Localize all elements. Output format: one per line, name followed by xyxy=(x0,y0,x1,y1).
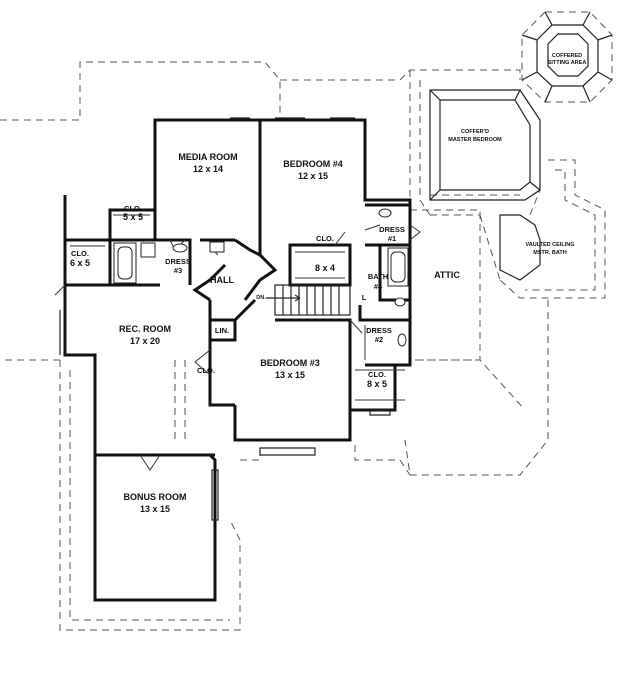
bonus-room-label: BONUS ROOM xyxy=(124,492,187,502)
windows xyxy=(59,117,391,521)
bonus-room-size: 13 x 15 xyxy=(140,504,170,514)
hall-label: HALL xyxy=(210,275,234,285)
clo-8x4-size: 8 x 4 xyxy=(315,263,335,273)
roof-outline-lines xyxy=(0,61,606,631)
clo-6x5-label: CLO. xyxy=(71,249,89,258)
clo-8x5-size: 8 x 5 xyxy=(367,379,387,389)
vaulted-bath-line1: VAULTED CEILING xyxy=(526,242,575,248)
closet-rods xyxy=(70,214,405,401)
coffered-master-line1: COFFER'D xyxy=(461,129,489,135)
clo-8x5-label: CLO. xyxy=(368,370,386,379)
dress-2-label: DRESS xyxy=(366,326,392,335)
bath-fixtures xyxy=(113,208,409,347)
coffered-master-line2: MASTER BEDROOM xyxy=(448,137,502,143)
coffered-master-outline xyxy=(429,89,541,201)
rec-room-size: 17 x 20 xyxy=(130,336,160,346)
vaulted-bath-line2: MSTR. BATH xyxy=(533,250,567,256)
bedroom-4-size: 12 x 15 xyxy=(298,171,328,181)
coffered-sitting-octagon xyxy=(521,11,613,103)
attic-label: ATTIC xyxy=(434,270,460,280)
dn-label: DN. xyxy=(256,295,266,301)
dress-1-num: #1 xyxy=(388,234,396,243)
clo-5x5-size: 5 x 5 xyxy=(123,212,143,222)
bath-4-num: #4 xyxy=(374,282,383,291)
bedroom-3-size: 13 x 15 xyxy=(275,370,305,380)
bedroom-3-label: BEDROOM #3 xyxy=(260,358,320,368)
bath-4-label: BATH xyxy=(368,272,388,281)
l-label: L xyxy=(362,293,367,302)
dress-3-label: DRESS xyxy=(165,257,191,266)
media-room-label: MEDIA ROOM xyxy=(178,152,237,162)
clo-side-label: CLO. xyxy=(197,366,215,375)
vaulted-bath-outline xyxy=(499,214,541,281)
interior-walls xyxy=(65,203,410,367)
hall-walls xyxy=(192,238,278,322)
clo-8x4-label: CLO. xyxy=(316,234,334,243)
rec-room-label: REC. ROOM xyxy=(119,324,171,334)
dress-2-num: #2 xyxy=(375,335,383,344)
room-labels: MEDIA ROOM 12 x 14 BEDROOM #4 12 x 15 CL… xyxy=(70,53,586,514)
exterior-walls xyxy=(63,118,412,602)
lin-label: LIN. xyxy=(215,326,229,335)
media-room-size: 12 x 14 xyxy=(193,164,223,174)
stairs xyxy=(266,284,351,316)
coffered-sitting-line1: COFFERED xyxy=(552,53,582,59)
attic-outline xyxy=(410,209,481,361)
bedroom-4-label: BEDROOM #4 xyxy=(283,159,343,169)
dress-3-num: #3 xyxy=(174,266,182,275)
dress-1-label: DRESS xyxy=(379,225,405,234)
clo-6x5-size: 6 x 5 xyxy=(70,258,90,268)
clo-5x5-label: CLO. xyxy=(124,204,142,213)
coffered-sitting-line2: SITTING AREA xyxy=(548,60,587,66)
